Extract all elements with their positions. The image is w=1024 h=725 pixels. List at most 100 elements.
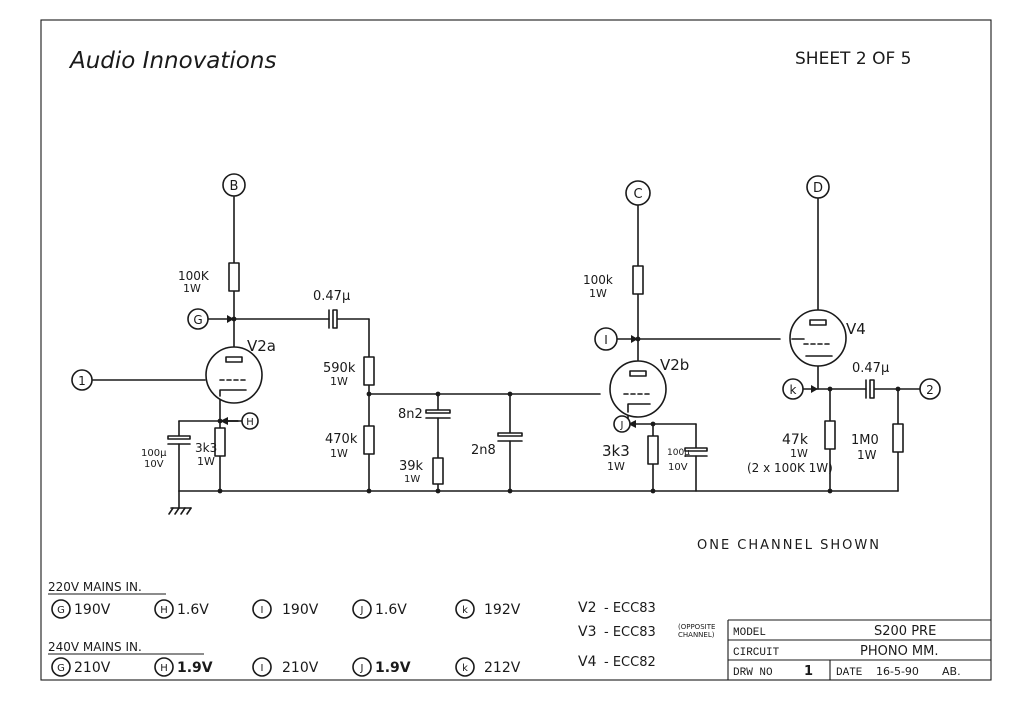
wiring: [92, 196, 922, 509]
model-value: S200 PRE: [874, 624, 936, 639]
r3-rating: 1W: [330, 447, 348, 460]
circuit-value: PHONO MM.: [860, 644, 939, 659]
voltage-item: H 1.9V: [154, 657, 213, 677]
rk-b-value: 3k3: [602, 442, 630, 460]
node-j: J: [613, 415, 631, 433]
mains-240-title: 240V MAINS IN.: [48, 640, 142, 654]
capacitor-ck-b: [684, 447, 708, 457]
node-b: B: [222, 173, 246, 197]
r4-rating: 1W: [404, 474, 420, 485]
svg-text:k: k: [462, 605, 468, 616]
channel-note: ONE CHANNEL SHOWN: [697, 538, 881, 553]
model-label: MODEL: [733, 627, 766, 639]
svg-text:J: J: [620, 420, 624, 431]
svg-text:B: B: [230, 179, 239, 194]
r4-value: 39k: [399, 459, 424, 474]
svg-text:212V: 212V: [484, 660, 521, 676]
tube-type-v2: - ECC83: [604, 601, 656, 616]
junction-dot: [366, 488, 372, 494]
junction-dot: [435, 391, 441, 397]
voltage-item: I 210V: [252, 657, 319, 677]
resistor-r5: [632, 265, 644, 295]
capacitor-c1: [328, 309, 338, 329]
mains-220-title: 220V MAINS IN.: [48, 580, 142, 594]
r6-rating: 1W: [790, 447, 808, 460]
resistor-rk-a: [214, 427, 226, 457]
tube-type-v3-note-1: (OPPOSITE: [678, 623, 715, 631]
capacitor-c3: [497, 432, 523, 442]
date-label: DATE: [836, 667, 863, 679]
voltage-item: G 190V: [51, 599, 111, 619]
r2-value: 590k: [323, 361, 356, 376]
tube-type-v3: - ECC83: [604, 625, 656, 640]
tube-type-v3-name: V3: [578, 624, 596, 640]
r6-note: (2 x 100K 1W): [747, 461, 833, 475]
svg-text:I: I: [261, 605, 264, 616]
svg-text:H: H: [160, 663, 168, 674]
output-node-2: 2: [919, 378, 941, 400]
voltage-item: J 1.9V: [352, 657, 411, 677]
node-c: C: [625, 180, 651, 206]
svg-text:1: 1: [78, 374, 86, 388]
ck-b-rating: 10V: [668, 462, 688, 473]
junction-dot: [435, 488, 441, 494]
svg-text:210V: 210V: [74, 660, 111, 676]
tube-v2b: [609, 360, 667, 418]
voltage-table-240: 240V MAINS IN. G 210V H 1.9V I 210V J 1.…: [48, 640, 521, 677]
tube-type-v4: - ECC82: [604, 655, 656, 670]
r1-rating: 1W: [183, 282, 201, 295]
svg-text:I: I: [261, 663, 264, 674]
rk-a-rating: 1W: [197, 455, 215, 468]
capacitors: [167, 309, 875, 457]
voltage-item: I 190V: [252, 599, 319, 619]
r6-value: 47k: [782, 432, 809, 448]
circuit-label: CIRCUIT: [733, 647, 780, 659]
tube-v4: [789, 309, 847, 367]
svg-text:H: H: [246, 417, 254, 428]
capacitor-ck-a: [167, 435, 191, 445]
tube-type-v4-name: V4: [578, 654, 597, 670]
svg-text:2: 2: [926, 383, 934, 397]
svg-text:J: J: [360, 663, 364, 674]
tube-v2a: [205, 346, 263, 404]
ck-b-value: 100µ: [667, 448, 690, 458]
svg-text:1.9V: 1.9V: [177, 660, 213, 676]
voltage-item: J 1.6V: [352, 599, 407, 619]
junction-dot: [650, 421, 656, 427]
resistor-r2: [363, 356, 375, 386]
r7-rating: 1W: [857, 448, 877, 462]
c2-value: 8n2: [398, 407, 423, 422]
node-i: I: [594, 327, 618, 351]
resistor-r7: [892, 423, 904, 453]
svg-text:190V: 190V: [282, 602, 319, 618]
brand-signature: Audio Innovations: [68, 48, 276, 74]
svg-text:k: k: [790, 383, 797, 397]
tube-label-v2b: V2b: [660, 356, 689, 374]
ck-a-rating: 10V: [144, 459, 164, 470]
capacitor-c2: [425, 409, 451, 419]
voltage-table-220: 220V MAINS IN. G 190V H 1.6V I 190V J 1.…: [48, 580, 521, 619]
node-h: H: [241, 412, 259, 430]
c4-value: 0.47µ: [852, 361, 889, 376]
svg-text:190V: 190V: [74, 602, 111, 618]
junction-dot: [827, 488, 833, 494]
r2-rating: 1W: [330, 375, 348, 388]
resistor-r6: [824, 420, 836, 450]
svg-text:C: C: [633, 187, 642, 202]
sheet-number: SHEET 2 OF 5: [795, 49, 911, 69]
capacitor-c4: [865, 379, 875, 399]
node-g: G: [187, 308, 209, 330]
voltage-item: k 192V: [455, 599, 521, 619]
voltage-item: k 212V: [455, 657, 521, 677]
r1-value: 100K: [178, 269, 210, 283]
junction-dot: [895, 386, 901, 392]
node-k: k: [782, 378, 804, 400]
svg-text:1.9V: 1.9V: [375, 660, 411, 676]
rk-a-value: 3k3: [195, 441, 217, 455]
resistor-r1: [228, 262, 240, 292]
svg-text:k: k: [462, 663, 468, 674]
svg-text:J: J: [360, 605, 364, 616]
node-d: D: [806, 175, 830, 199]
junction-dot: [366, 391, 372, 397]
